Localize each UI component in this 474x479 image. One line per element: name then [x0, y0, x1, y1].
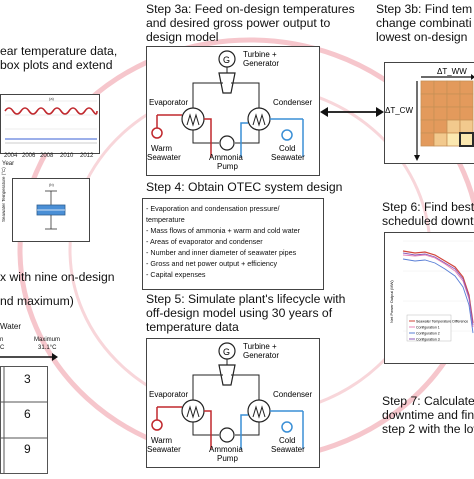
matrix-cell-3: 3: [24, 372, 31, 386]
bidirectional-arrow: [320, 107, 384, 117]
boxplot-yaxis-label: Seawater Temperature (°C): [1, 167, 6, 222]
step3b-line2: change combinati: [376, 16, 472, 30]
legend-entry-1: Seawater Temperature Difference: [416, 320, 468, 324]
heat-grid: [420, 80, 474, 147]
step2-text-line2: box plots and extend: [0, 58, 113, 72]
step4-item-1: - Evaporation and condensation pressure/: [146, 204, 280, 213]
step6-line2: scheduled downtim: [382, 214, 474, 228]
step7-line1: Step 7: Calculate: [382, 394, 474, 408]
step4-item-3: - Mass flows of ammonia + warm and cold …: [146, 226, 300, 235]
warm-series-line: [4, 107, 98, 115]
timeseries-plot: (a): [0, 94, 100, 154]
panel-a-label: (a): [49, 96, 55, 101]
year-tick-2: 2006: [22, 153, 36, 159]
legend-entry-2: Configuration 1: [416, 326, 440, 330]
left-matrix-svg: [0, 366, 48, 474]
otec-offdesign-svg: G Turbine + Generator Evaporator Condens…: [147, 342, 312, 463]
lifecycle-svg: Seawater Temperature Difference Configur…: [389, 240, 474, 342]
step4-title: Step 4: Obtain OTEC system design: [146, 180, 343, 194]
config-pink-line: [402, 254, 474, 328]
boxplot-panel: (b): [12, 178, 90, 242]
generator-label-2: Generator: [243, 351, 279, 360]
matrix-svg: ΔT_WW ΔT_CW: [385, 67, 474, 161]
warm-label-4: Seawater: [147, 445, 181, 454]
evaporator-label-2: Evaporator: [149, 390, 188, 399]
step4-item-5: - Number and inner diameter of seawater …: [146, 248, 297, 257]
step2-text-line1: ear temperature data,: [0, 44, 118, 58]
matrix-cell-6: 6: [24, 407, 31, 421]
ammonia-label-2: Pump: [217, 162, 238, 171]
year-tick-5: 2012: [80, 153, 94, 159]
evaporator-label: Evaporator: [149, 98, 188, 107]
year-axis-label: Year: [2, 161, 15, 167]
legend-entry-3: Configuration 2: [416, 332, 440, 336]
boxplot-svg: (b): [36, 182, 66, 230]
dtcw-label: ΔT_CW: [385, 106, 413, 115]
warm-label-3: Warm: [151, 436, 172, 445]
otec-offdesign-diagram: G Turbine + Generator Evaporator Condens…: [146, 338, 320, 468]
left-matrix: [0, 366, 48, 474]
step3-text-line1: x with nine on-design: [0, 270, 115, 284]
condenser-label: Condenser: [273, 98, 312, 107]
ammonia-label-4: Pump: [217, 454, 238, 463]
legend-entry-4: Configuration 3: [416, 338, 440, 342]
left-axis-arrow: [0, 353, 58, 361]
config-red-line: [402, 250, 474, 324]
max-label: Maximum: [34, 337, 61, 343]
cold-label-3: Cold: [279, 436, 295, 445]
otec-design-svg: G Turbine + Generator Evaporator Condens…: [147, 50, 312, 171]
timeseries-svg: (a): [4, 96, 98, 144]
cold-label-2: Seawater: [271, 153, 305, 162]
step3b-line1: Step 3b: Find tem: [376, 2, 473, 16]
step3a-line2: and desired gross power output to: [146, 16, 331, 30]
step3b-line3: lowest on-design: [376, 30, 468, 44]
year-tick-4: 2010: [60, 153, 74, 159]
turbine-label-2: Turbine +: [243, 342, 277, 351]
step4-item-6: - Gross and net power output + efficienc…: [146, 259, 278, 268]
step3a-line1: Step 3a: Feed on-design temperatures: [146, 2, 355, 16]
warm-label-1: Warm: [151, 144, 172, 153]
year-tick-1: 2004: [4, 153, 18, 159]
matrix-cell-9: 9: [24, 442, 31, 456]
min-unit-label: C: [0, 345, 5, 351]
turbine-label: Turbine +: [243, 50, 277, 59]
step3a-line3: design model: [146, 30, 219, 44]
ammonia-label-3: Ammonia: [209, 445, 243, 454]
lifecycle-plot: Seawater Temperature Difference Configur…: [384, 232, 474, 364]
lifecycle-ylabel: Net Power Output (MW): [389, 280, 394, 323]
step4-item-7: - Capital expenses: [146, 270, 206, 279]
matrix-panel: ΔT_WW ΔT_CW: [384, 62, 474, 164]
step4-item-2: temperature: [146, 215, 185, 224]
config-blue-line: [402, 258, 474, 334]
selected-cell-highlight: [459, 132, 474, 147]
step3-text-line2: nd maximum): [0, 294, 74, 308]
step5-line2: off-design model using 30 years of: [146, 306, 333, 320]
step4-results-box: [142, 198, 324, 290]
panel-b-label: (b): [49, 182, 55, 187]
max-value: 31.1°C: [38, 345, 57, 351]
step7-line3: step 2 with the lowe: [382, 422, 474, 436]
generator-label: Generator: [243, 59, 279, 68]
step5-line1: Step 5: Simulate plant's lifecycle with: [146, 292, 346, 306]
dtww-label: ΔT_WW: [437, 67, 467, 76]
warm-label-2: Seawater: [147, 153, 181, 162]
otec-design-diagram: G Turbine + Generator Evaporator Condens…: [146, 46, 320, 176]
step4-item-4: - Areas of evaporator and condenser: [146, 237, 263, 246]
step5-line3: temperature data: [146, 320, 239, 334]
min-label: n: [0, 337, 4, 343]
condenser-label-2: Condenser: [273, 390, 312, 399]
generator-g-2: G: [223, 347, 230, 357]
step7-line2: downtime and fin: [382, 408, 474, 422]
config-purple-line: [402, 252, 474, 326]
cold-label-4: Seawater: [271, 445, 305, 454]
year-tick-3: 2008: [40, 153, 54, 159]
ammonia-label-1: Ammonia: [209, 153, 243, 162]
cold-label-1: Cold: [279, 144, 295, 153]
generator-g: G: [223, 55, 230, 65]
water-label: Water: [0, 322, 22, 331]
step6-line1: Step 6: Find best: [382, 200, 474, 214]
